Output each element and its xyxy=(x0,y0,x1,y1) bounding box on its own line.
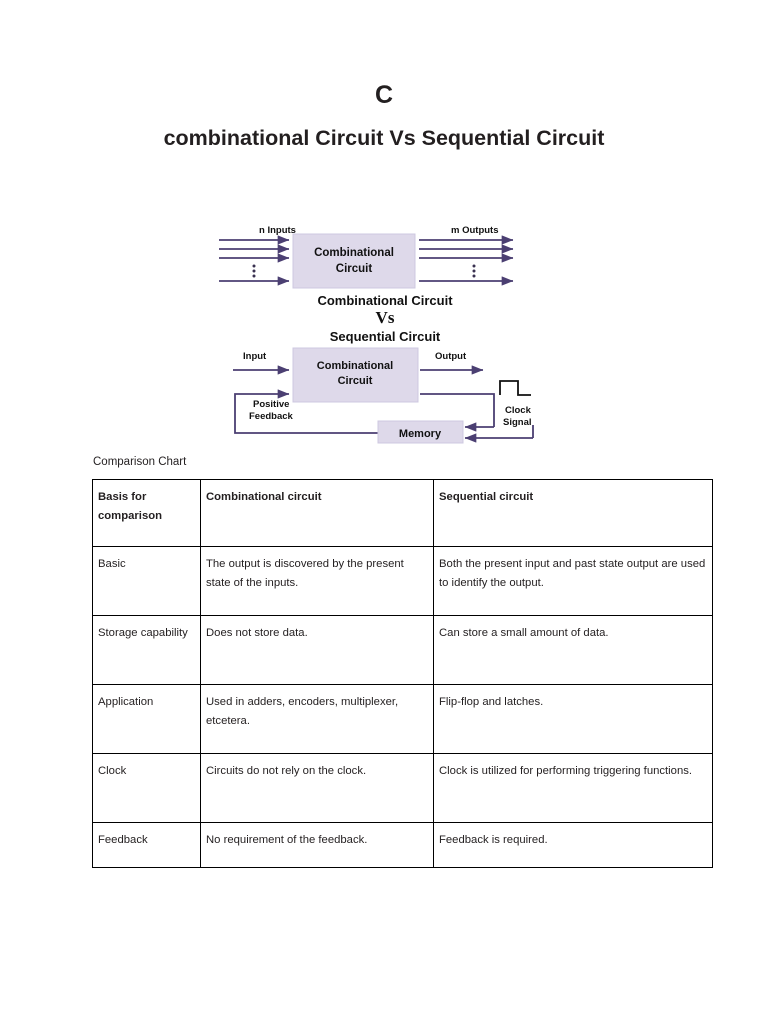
header-sequential: Sequential circuit xyxy=(433,479,713,547)
bottom-box-label-line1: Combinational xyxy=(317,360,393,372)
feedback-loop-wire xyxy=(234,393,378,434)
figure-caption: Combinational Circuit Vs Sequential Circ… xyxy=(317,293,453,344)
cell-basis: Application xyxy=(92,684,201,754)
top-input-arrows xyxy=(219,235,290,286)
header-basis: Basis for comparison xyxy=(92,479,201,547)
circuit-diagram-svg: n Inputs m Outputs Combinational C xyxy=(219,225,534,444)
cell-basis: Feedback xyxy=(92,822,201,868)
circuit-diagram-figure: n Inputs m Outputs Combinational C xyxy=(213,218,558,446)
top-input-ellipsis-icon xyxy=(252,264,256,278)
caption-line1: Combinational Circuit xyxy=(317,293,453,308)
feedback-label-line2: Feedback xyxy=(249,411,294,422)
table-row: Storage capability Does not store data. … xyxy=(92,615,713,685)
memory-label: Memory xyxy=(399,428,442,440)
cell-sequential: Flip-flop and latches. xyxy=(433,684,713,754)
table-row: Clock Circuits do not rely on the clock.… xyxy=(92,753,713,823)
cell-combinational: No requirement of the feedback. xyxy=(200,822,434,868)
cell-sequential: Can store a small amount of data. xyxy=(433,615,713,685)
top-output-ellipsis-icon xyxy=(472,264,476,278)
table-header-row: Basis for comparison Combinational circu… xyxy=(92,479,713,547)
cell-combinational: Circuits do not rely on the clock. xyxy=(200,753,434,823)
top-output-arrows xyxy=(419,235,514,286)
cell-basis: Storage capability xyxy=(92,615,201,685)
cell-sequential: Feedback is required. xyxy=(433,822,713,868)
caption-line3: Sequential Circuit xyxy=(330,329,441,344)
cell-combinational: The output is discovered by the present … xyxy=(200,546,434,616)
cell-basis: Basic xyxy=(92,546,201,616)
title-letter: C xyxy=(374,81,394,109)
bottom-input-label: Input xyxy=(243,351,267,362)
caption-line2-vs: Vs xyxy=(376,308,395,327)
state-output-wire xyxy=(420,393,495,427)
clock-label-line2: Signal xyxy=(503,417,532,428)
top-output-label: m Outputs xyxy=(451,225,499,236)
page-title: C combinational Circuit Vs Sequential Ci… xyxy=(0,78,768,154)
table-row: Application Used in adders, encoders, mu… xyxy=(92,684,713,754)
top-box-label-line1: Combinational xyxy=(314,247,394,259)
comparison-table: Basis for comparison Combinational circu… xyxy=(92,479,713,868)
cell-combinational: Used in adders, encoders, multiplexer, e… xyxy=(200,684,434,754)
top-combinational-box xyxy=(292,233,416,289)
bottom-box-label-line2: Circuit xyxy=(338,375,373,387)
clock-label-line1: Clock xyxy=(505,405,532,416)
bottom-combinational-box xyxy=(292,347,419,403)
table-row: Basic The output is discovered by the pr… xyxy=(92,546,713,616)
bottom-sequential-diagram: Input Output Combinational Circuit Posit… xyxy=(233,347,534,444)
cell-sequential: Both the present input and past state ou… xyxy=(433,546,713,616)
cell-combinational: Does not store data. xyxy=(200,615,434,685)
comparison-chart-label: Comparison Chart xyxy=(93,456,187,468)
top-input-label: n Inputs xyxy=(259,225,296,236)
memory-box xyxy=(377,420,464,444)
top-combinational-diagram: n Inputs m Outputs Combinational C xyxy=(219,225,514,289)
title-main: combinational Circuit Vs Sequential Circ… xyxy=(163,126,605,150)
table-row: Feedback No requirement of the feedback.… xyxy=(92,822,713,868)
cell-sequential: Clock is utilized for performing trigger… xyxy=(433,753,713,823)
feedback-label-line1: Positive xyxy=(253,399,289,410)
clock-waveform-icon xyxy=(499,380,531,396)
top-box-label-line2: Circuit xyxy=(336,263,373,275)
header-combinational: Combinational circuit xyxy=(200,479,434,547)
cell-basis: Clock xyxy=(92,753,201,823)
bottom-output-label: Output xyxy=(435,351,467,362)
